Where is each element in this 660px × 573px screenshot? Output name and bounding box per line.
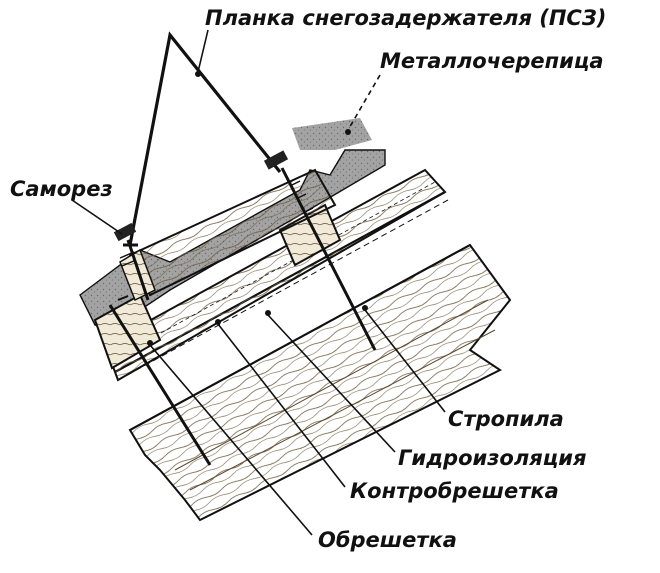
leader-batten <box>147 340 313 536</box>
label-waterproofing: Гидроизоляция <box>398 446 587 470</box>
screw-batten <box>108 295 212 466</box>
screw-lower <box>113 222 150 301</box>
leader-metal-tile <box>345 74 381 135</box>
leader-rafters <box>362 305 446 413</box>
label-rafters: Стропила <box>448 407 564 431</box>
label-screw: Саморез <box>10 177 113 201</box>
rafter <box>128 243 512 522</box>
leader-snow-guard-bar <box>195 29 209 77</box>
screw-upper <box>263 150 377 351</box>
label-batten: Обрешетка <box>318 528 457 552</box>
label-snow-guard-bar: Планка снегозадержателя (ПСЗ) <box>205 6 606 30</box>
leader-screw <box>71 199 123 235</box>
label-metal-tile: Металлочерепица <box>380 49 604 73</box>
leader-waterproofing <box>265 310 396 453</box>
leader-counter-batten <box>215 319 346 488</box>
label-counter-batten: Контробрешетка <box>350 479 559 503</box>
